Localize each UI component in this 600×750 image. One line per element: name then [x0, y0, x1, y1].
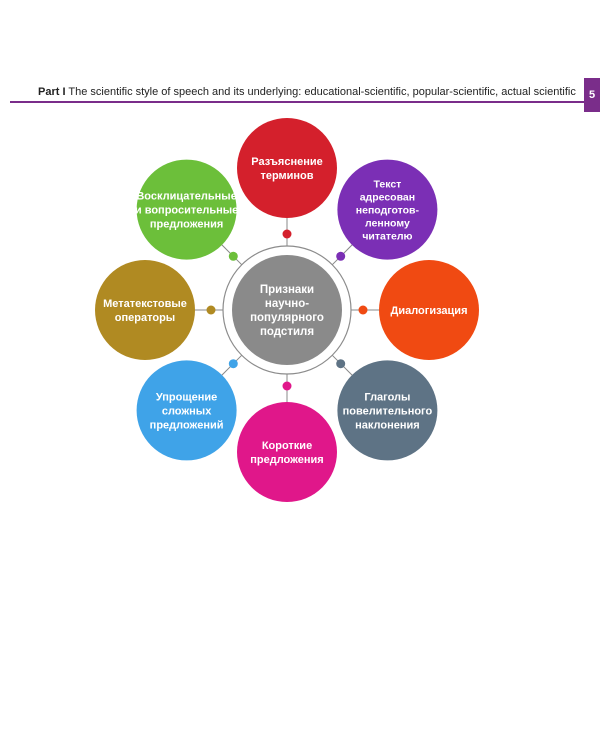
feature-label-metatext-line: Метатекстовые [103, 298, 187, 310]
feature-node-exclamatory [136, 159, 237, 260]
header-title: Part I The scientific style of speech an… [38, 86, 576, 98]
feature-label-text-addressed-line: читателю [362, 230, 412, 242]
feature-label-metatext-line: операторы [115, 312, 175, 324]
page-header: Part I The scientific style of speech an… [0, 78, 600, 112]
feature-label-imperative-verbs-line: повелительного [343, 405, 433, 417]
feature-label-text-addressed-line: ленному [365, 217, 410, 229]
feature-label-imperative-verbs-line: наклонения [355, 419, 420, 431]
connector-dot [282, 229, 292, 239]
header-rule [10, 101, 584, 103]
feature-node-simplification [136, 360, 237, 461]
part-label: Part I [38, 86, 66, 98]
feature-node-text-addressed [337, 159, 438, 260]
connector-dot [336, 251, 346, 261]
feature-label-imperative-verbs: Глаголы повелительного наклонения [343, 391, 433, 431]
feature-node-terms [237, 118, 337, 218]
feature-label-simplification: Упрощение сложных предложений [150, 391, 224, 431]
feature-node-short-sentences [237, 402, 337, 502]
feature-label-simplification-line: сложных [162, 405, 212, 417]
feature-label-imperative-verbs-line: Глаголы [364, 391, 410, 403]
feature-label-exclamatory-line: Восклицательные [136, 190, 236, 202]
connector-dot [358, 305, 368, 315]
page-number: 5 [584, 78, 600, 112]
center-label: Признаки научно-популярного подстиля [250, 284, 324, 338]
center-label-line: популярного [250, 312, 324, 324]
feature-label-text-addressed-line: Текст [373, 178, 401, 190]
feature-label-exclamatory-line: предложения [150, 218, 223, 230]
feature-label-short-sentences: Короткие предложения [250, 440, 323, 466]
feature-label-metatext: Метатекстовые операторы [103, 298, 187, 324]
feature-label-short-sentences-line: Короткие [262, 440, 312, 452]
feature-label-dialogization: Диалогизация [390, 305, 467, 317]
center-label-line: научно- [265, 298, 309, 310]
feature-label-terms-line: терминов [260, 170, 313, 182]
chapter-title: The scientific style of speech and its u… [68, 86, 576, 98]
feature-node-metatext [95, 260, 195, 360]
connector-dot [206, 305, 216, 315]
feature-label-dialogization-line: Диалогизация [390, 305, 467, 317]
feature-node-imperative-verbs [337, 360, 438, 461]
connector-dot [228, 359, 238, 369]
feature-label-terms-line: Разъяснение [251, 156, 322, 168]
connector-dot [228, 251, 238, 261]
feature-label-text-addressed-line: неподготов- [356, 204, 420, 216]
feature-label-simplification-line: Упрощение [156, 391, 217, 403]
feature-label-text-addressed-line: адресован [360, 191, 415, 203]
feature-label-terms: Разъяснение терминов [251, 156, 322, 182]
feature-label-simplification-line: предложений [150, 419, 224, 431]
center-circle [232, 255, 342, 365]
connector-dot [282, 381, 292, 391]
feature-label-exclamatory-line: и вопросительные [135, 204, 238, 216]
feature-label-short-sentences-line: предложения [250, 454, 323, 466]
connector-dot [336, 359, 346, 369]
center-label-line: подстиля [260, 326, 314, 338]
feature-node-dialogization [379, 260, 479, 360]
center-label-line: Признаки [260, 284, 314, 296]
feature-label-exclamatory: Восклицательные и вопросительные предложен… [135, 190, 238, 230]
